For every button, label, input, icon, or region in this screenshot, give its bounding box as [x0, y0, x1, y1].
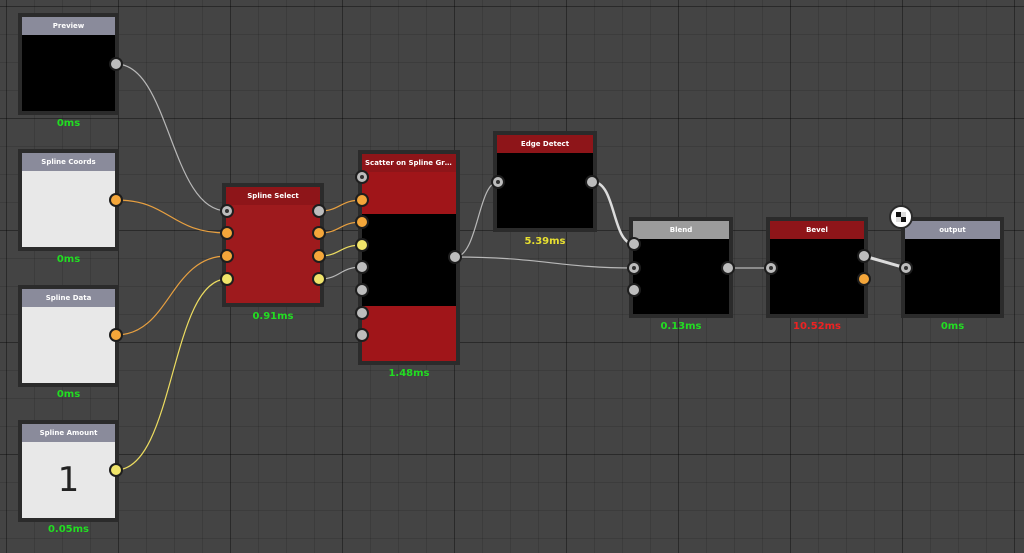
node-timing: 0.05ms [47, 524, 90, 535]
scatter-input-socket-5[interactable] [355, 260, 369, 274]
node-timing: 0.13ms [660, 321, 702, 332]
node-title: Edge Detect [497, 135, 593, 153]
node-preview-area [22, 442, 115, 518]
node-spline-data-frame: Spline Data [22, 289, 115, 383]
scatter-input-socket-1[interactable] [355, 170, 369, 184]
wire-spline-coords-to-spline-select [115, 199, 228, 234]
node-value: 1 [57, 460, 80, 500]
spline-select-input-socket-4[interactable] [220, 272, 234, 286]
node-timing: 0ms [56, 389, 81, 400]
wire-preview-to-spline-select [115, 63, 228, 212]
node-title: Spline Data [22, 289, 115, 307]
node-timing: 0.91ms [252, 311, 294, 322]
wire-scatter-to-blend [454, 256, 635, 269]
node-preview-area [22, 307, 115, 383]
node-title: Bevel [770, 221, 864, 239]
bevel-output-socket-2[interactable] [857, 272, 871, 286]
output-checker-badge[interactable] [889, 205, 913, 229]
node-edge-detect[interactable]: Edge Detect [493, 131, 597, 232]
node-title: Preview [22, 17, 115, 35]
preview-band-top [362, 172, 456, 214]
node-blend-frame: Blend [633, 221, 729, 314]
checker-icon [896, 212, 906, 222]
node-timing: 0ms [940, 321, 965, 332]
node-bevel-frame: Bevel [770, 221, 864, 314]
node-title: output [905, 221, 1000, 239]
spline-select-output-socket-4[interactable] [312, 272, 326, 286]
spline-select-input-socket-1[interactable] [220, 204, 234, 218]
scatter-input-socket-4[interactable] [355, 238, 369, 252]
spline-coords-output-socket[interactable] [109, 193, 123, 207]
node-edge-detect-frame: Edge Detect [497, 135, 593, 228]
spline-select-output-socket-2[interactable] [312, 226, 326, 240]
scatter-input-socket-3[interactable] [355, 215, 369, 229]
scatter-input-socket-2[interactable] [355, 193, 369, 207]
output-input-socket[interactable] [899, 261, 913, 275]
node-scatter-on-spline[interactable]: Scatter on Spline Graysc... [358, 150, 460, 365]
scatter-input-socket-6[interactable] [355, 283, 369, 297]
node-preview-area [22, 171, 115, 247]
node-output-frame: output [905, 221, 1000, 314]
spline-data-output-socket[interactable] [109, 328, 123, 342]
node-title: Scatter on Spline Graysc... [362, 154, 456, 172]
spline-select-input-socket-2[interactable] [220, 226, 234, 240]
wire-spline-amount-to-spline-select [115, 278, 228, 471]
wire-edge-detect-to-blend [591, 180, 636, 246]
bevel-output-socket-1[interactable] [857, 249, 871, 263]
node-title: Spline Coords [22, 153, 115, 171]
blend-input-socket-2[interactable] [627, 261, 641, 275]
node-scatter-frame: Scatter on Spline Graysc... [362, 154, 456, 361]
node-output[interactable]: output [901, 217, 1004, 318]
blend-output-socket[interactable] [721, 261, 735, 275]
scatter-input-socket-8[interactable] [355, 328, 369, 342]
node-title: Spline Amount [22, 424, 115, 442]
node-timing: 0ms [56, 118, 81, 129]
spline-select-output-socket-3[interactable] [312, 249, 326, 263]
node-spline-coords[interactable]: Spline Coords [18, 149, 119, 251]
spline-select-input-socket-3[interactable] [220, 249, 234, 263]
node-timing: 0ms [56, 254, 81, 265]
node-bevel[interactable]: Bevel [766, 217, 868, 318]
blend-input-socket-1[interactable] [627, 237, 641, 251]
scatter-input-socket-7[interactable] [355, 306, 369, 320]
spline-amount-output-socket[interactable] [109, 463, 123, 477]
blend-input-socket-3[interactable] [627, 283, 641, 297]
preview-band-bottom [362, 306, 456, 361]
wire-scatter-to-edge-detect [454, 181, 499, 258]
node-timing: 5.39ms [524, 236, 566, 247]
node-spline-coords-frame: Spline Coords [22, 153, 115, 247]
edge-detect-input-socket[interactable] [491, 175, 505, 189]
node-spline-select[interactable]: Spline Select [222, 183, 324, 307]
node-preview-frame: Preview [22, 17, 115, 111]
node-spline-select-frame: Spline Select [226, 187, 320, 303]
node-title: Blend [633, 221, 729, 239]
node-spline-amount-frame: Spline Amount 1 [22, 424, 115, 518]
node-title: Spline Select [226, 187, 320, 205]
wire-spline-data-to-spline-select [115, 255, 228, 336]
bevel-input-socket[interactable] [764, 261, 778, 275]
node-spline-amount[interactable]: Spline Amount 1 [18, 420, 119, 522]
scatter-output-socket[interactable] [448, 250, 462, 264]
node-preview[interactable]: Preview [18, 13, 119, 115]
node-blend[interactable]: Blend [629, 217, 733, 318]
preview-output-socket[interactable] [109, 57, 123, 71]
node-spline-data[interactable]: Spline Data [18, 285, 119, 387]
spline-select-output-socket-1[interactable] [312, 204, 326, 218]
node-timing: 1.48ms [388, 368, 430, 379]
node-timing: 10.52ms [792, 321, 841, 332]
edge-detect-output-socket[interactable] [585, 175, 599, 189]
